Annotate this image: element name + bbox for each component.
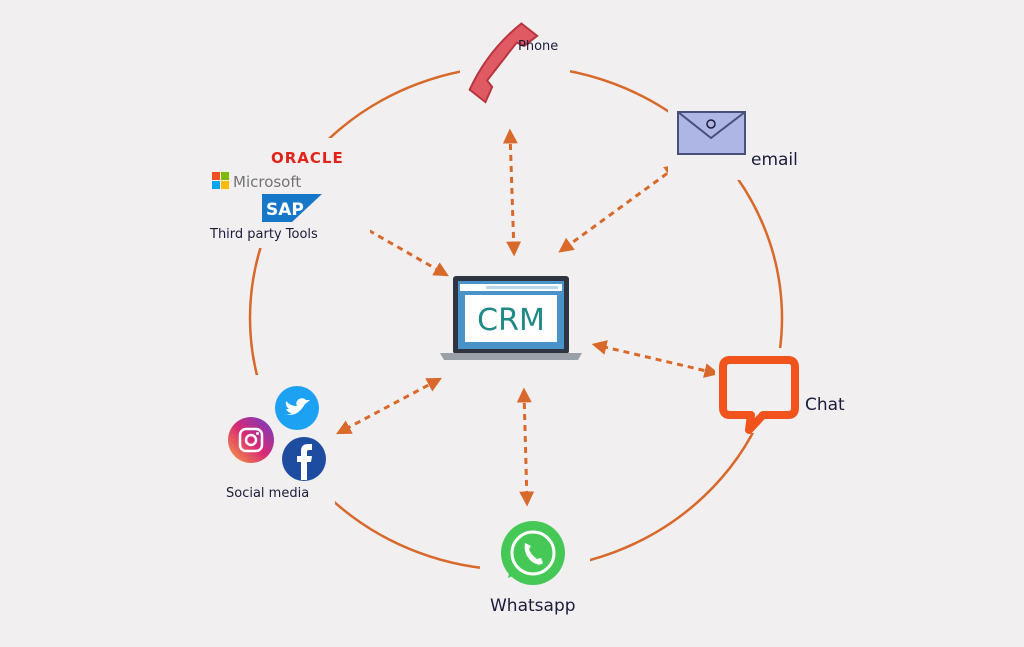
chat-label: Chat <box>805 395 845 415</box>
arrow-phone-crm <box>502 128 522 257</box>
third-party-tools-label: Third party Tools <box>209 227 318 242</box>
social-media-label: Social media <box>226 486 309 501</box>
facebook-icon <box>282 437 326 481</box>
arrow-social-crm <box>336 377 442 435</box>
whatsapp-icon <box>501 521 565 585</box>
instagram-icon <box>228 417 274 463</box>
sap-logo: SAP <box>262 194 322 222</box>
arrow-chat-crm <box>591 340 720 378</box>
arrow-whatsapp-crm <box>516 387 535 507</box>
envelope-icon <box>677 111 746 155</box>
oracle-logo: ORACLE <box>271 149 344 167</box>
chat-bubble-icon <box>719 356 799 434</box>
phone-label: Phone <box>518 39 558 54</box>
microsoft-logo-icon <box>212 172 229 189</box>
arrow-tools-crm <box>336 211 449 277</box>
phone-node[interactable]: Phone <box>466 20 559 104</box>
connection-arrows <box>336 128 720 507</box>
browser-address <box>486 286 558 289</box>
whatsapp-label: Whatsapp <box>490 596 576 616</box>
crm-laptop[interactable]: CRM <box>440 276 582 360</box>
chat-node[interactable]: Chat <box>719 356 845 434</box>
crm-card <box>465 295 557 342</box>
microsoft-logo: Microsoft <box>233 173 301 191</box>
crm-label: CRM <box>477 303 545 338</box>
email-label: email <box>751 150 798 170</box>
social-media-node[interactable]: Social media <box>226 386 326 501</box>
email-node[interactable]: email <box>677 111 798 170</box>
whatsapp-node[interactable]: Whatsapp <box>490 521 576 616</box>
laptop-base <box>440 353 582 360</box>
arrow-email-crm <box>558 164 680 253</box>
svg-text:SAP: SAP <box>266 200 304 220</box>
third-party-tools-node[interactable]: ORACLE Microsoft SAP Third party Tools <box>209 149 344 242</box>
phone-icon <box>468 22 539 104</box>
twitter-icon <box>275 386 319 430</box>
